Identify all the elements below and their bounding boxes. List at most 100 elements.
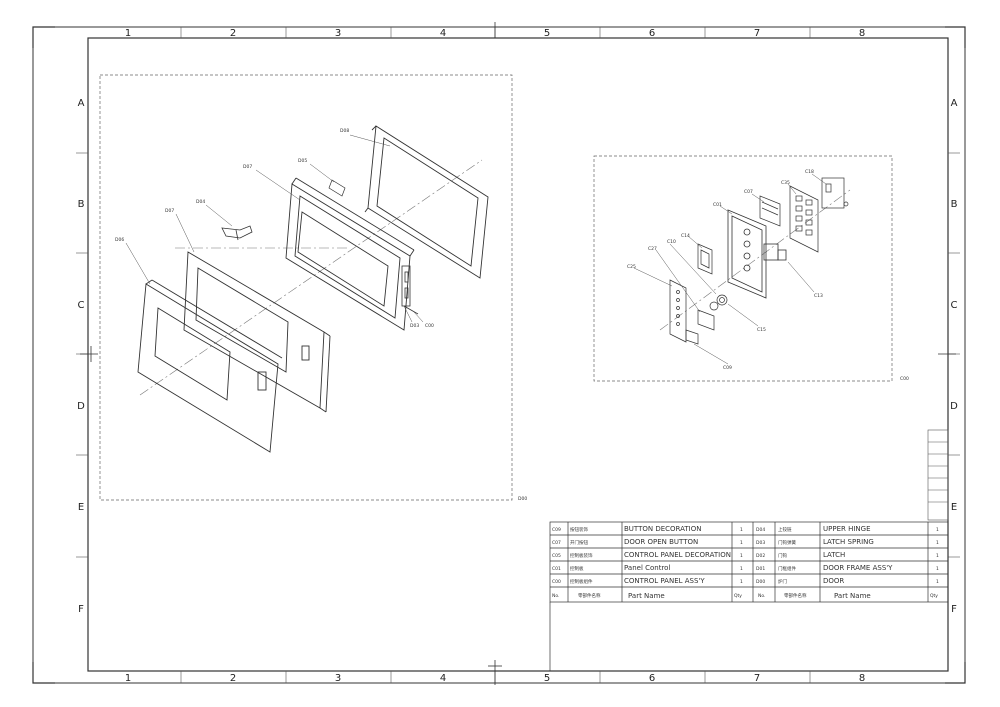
callout-c35: C35 — [781, 180, 790, 186]
part-no: C01 — [552, 566, 561, 572]
part-qty: 1 — [740, 553, 743, 559]
part-qty: 1 — [936, 579, 939, 585]
table-row: D03 门钩弹簧 LATCH SPRING 1 — [756, 538, 939, 546]
part-cn-name: 控制板 — [570, 565, 584, 572]
part-cn-name: 门框组件 — [778, 565, 796, 572]
zone-col-8: 8 — [859, 28, 865, 39]
zone-col-3: 3 — [335, 28, 341, 39]
zone-row-e: E — [78, 502, 84, 513]
callout-d08: D08 — [340, 128, 349, 134]
part-name: BUTTON DECORATION — [624, 525, 701, 533]
latch-parts — [401, 265, 419, 315]
control-view-boundary — [593, 155, 893, 382]
part-no: C09 — [552, 527, 561, 533]
part-qty: 1 — [936, 553, 939, 559]
c10-knob — [709, 294, 728, 311]
table-row: D00 炉门 DOOR 1 — [756, 577, 939, 585]
callout-d03: D03 — [410, 323, 419, 329]
part-name: LATCH — [823, 551, 845, 559]
zone-col-7-bottom: 7 — [754, 673, 760, 684]
part-no: C07 — [552, 540, 561, 546]
callout-c07: C07 — [744, 189, 753, 195]
callout-c00-left: C00 — [425, 323, 434, 329]
header-no-2: No. — [758, 593, 765, 599]
zone-col-2: 2 — [230, 28, 236, 39]
header-qty: Qty — [734, 593, 742, 599]
table-row: D01 门框组件 DOOR FRAME ASS'Y 1 — [756, 564, 939, 572]
callout-c09: C09 — [723, 365, 732, 371]
table-row: C05 控制板装饰 CONTROL PANEL DECORATION 1 — [552, 551, 743, 559]
header-part-name: Part Name — [628, 592, 665, 600]
callout-c01: C01 — [713, 202, 722, 208]
callout-c25: C25 — [627, 264, 636, 270]
part-name: Panel Control — [624, 564, 670, 572]
control-assembly-label: C00 — [900, 376, 909, 382]
door-frame — [285, 177, 415, 331]
part-qty: 1 — [740, 527, 743, 533]
part-name: CONTROL PANEL ASS'Y — [624, 577, 705, 585]
zone-col-8-bottom: 8 — [859, 673, 865, 684]
door-callouts — [125, 134, 424, 323]
callout-d05: D05 — [298, 158, 307, 164]
part-name: DOOR — [823, 577, 844, 585]
header-qty-2: Qty — [930, 593, 938, 599]
callout-d07-panel: D07 — [165, 208, 174, 214]
outer-door-glass — [137, 279, 283, 453]
part-qty: 1 — [740, 566, 743, 572]
zone-row-d-right: D — [950, 401, 958, 412]
zone-row-f-right: F — [951, 604, 957, 615]
row-labels-right: A B C D E F — [950, 98, 958, 615]
callout-c13: C13 — [814, 293, 823, 299]
column-ticks — [180, 27, 811, 683]
part-qty: 1 — [936, 566, 939, 572]
zone-row-c-right: C — [951, 300, 958, 311]
upper-hinge — [221, 225, 253, 241]
zone-col-1-bottom: 1 — [125, 673, 131, 684]
table-row: C07 开门按钮 DOOR OPEN BUTTON 1 — [552, 538, 743, 546]
c14-part — [697, 243, 713, 275]
zone-row-f: F — [78, 604, 84, 615]
callout-d07-frame: D07 — [243, 164, 252, 170]
zone-col-4: 4 — [440, 28, 446, 39]
c09-button-cap — [685, 329, 699, 345]
row-labels-left: A B C D E F — [77, 98, 85, 615]
zone-row-c: C — [78, 300, 85, 311]
table-row: C09 按钮装饰 BUTTON DECORATION 1 — [552, 525, 743, 533]
revision-block — [927, 429, 949, 521]
part-qty: 1 — [936, 540, 939, 546]
zone-col-5-bottom: 5 — [544, 673, 550, 684]
zone-col-7: 7 — [754, 28, 760, 39]
callout-c14: C14 — [681, 233, 690, 239]
outer-border — [32, 26, 966, 684]
header-no: No. — [552, 593, 559, 599]
zone-row-b: B — [78, 199, 85, 210]
door-axis-line — [139, 159, 483, 396]
c18-bracket — [821, 177, 849, 209]
zone-row-e-right: E — [951, 502, 957, 513]
table-row: D02 门钩 LATCH 1 — [756, 551, 939, 559]
inner-frame — [87, 37, 949, 672]
zone-row-b-right: B — [951, 199, 958, 210]
callout-d06: D06 — [115, 237, 124, 243]
part-no: D00 — [756, 579, 765, 585]
part-name: LATCH SPRING — [823, 538, 874, 546]
column-labels-bottom: 1 2 3 4 5 6 7 8 — [125, 673, 865, 684]
zone-col-1: 1 — [125, 28, 131, 39]
c35-keypad-board — [789, 185, 819, 253]
header-part-name-2: Part Name — [834, 592, 871, 600]
callout-c18: C18 — [805, 169, 814, 175]
parts-list-table — [549, 521, 949, 671]
zone-col-5: 5 — [544, 28, 550, 39]
rear-choke-frame — [364, 125, 489, 279]
control-panel-exploded-view: C00 — [593, 155, 909, 382]
door-assembly-label: D00 — [518, 496, 527, 502]
table-row: D04 上铰链 UPPER HINGE 1 — [756, 525, 939, 533]
table-row: C00 控制板组件 CONTROL PANEL ASS'Y 1 — [552, 577, 743, 585]
zone-col-6-bottom: 6 — [649, 673, 655, 684]
zone-col-2-bottom: 2 — [230, 673, 236, 684]
header-cn-name-2: 零部件名称 — [784, 592, 807, 599]
part-qty: 1 — [740, 579, 743, 585]
part-cn-name: 上铰链 — [778, 526, 792, 533]
parts-table-right-rows: D04 上铰链 UPPER HINGE 1 D03 门钩弹簧 LATCH SPR… — [756, 525, 939, 585]
part-qty: 1 — [740, 540, 743, 546]
